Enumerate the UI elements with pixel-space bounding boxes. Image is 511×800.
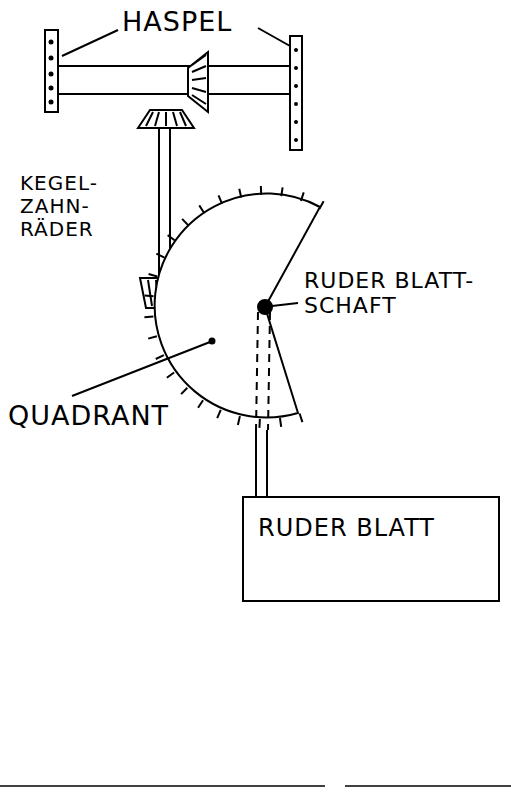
handwheel-knobs [49, 40, 299, 143]
gear-tooth [239, 189, 241, 198]
rudder-stock-center [258, 300, 272, 314]
gear-tooth [281, 187, 282, 196]
page-rule [0, 785, 325, 787]
handwheel-label: HASPEL [122, 6, 232, 37]
leader-line [258, 28, 290, 46]
gear-tooth [181, 388, 187, 394]
rudder-blade-box: RUDER BLATT [242, 496, 500, 602]
rudder-stock [255, 430, 257, 497]
gear-tooth [182, 219, 188, 226]
gear-tooth [219, 195, 222, 203]
gear-tooth [156, 355, 164, 359]
gear-tooth [144, 315, 153, 318]
shaft [58, 65, 290, 67]
leader-line [72, 342, 210, 396]
bevel-gear [188, 52, 208, 112]
shaft [58, 93, 290, 95]
rudder-stock-label: RUDER BLATT- SCHAFT [304, 268, 494, 319]
gear-tooth [300, 414, 303, 423]
gear-tooth [168, 235, 175, 240]
gear-tooth [149, 274, 158, 276]
gear-teeth [192, 55, 206, 104]
gear-tooth [319, 201, 323, 209]
hidden-line [268, 312, 270, 430]
gear-tooth [156, 254, 164, 258]
bevel-gear [138, 110, 194, 128]
quadrant-label: QUADRANT [8, 400, 169, 431]
gear-tooth [217, 410, 221, 418]
gear-tooth [280, 418, 281, 427]
rudder-stock [266, 430, 268, 497]
handwheel-right [290, 36, 302, 150]
quadrant [155, 193, 320, 417]
handwheel-left [45, 30, 58, 112]
bevel-gear-label: KEGEL- ZAHN- RÄDER [20, 172, 98, 241]
leader-line [272, 303, 298, 306]
quadrant-teeth [144, 186, 323, 428]
page-rule [345, 785, 511, 787]
gear-tooth [148, 336, 157, 338]
gear-tooth [258, 419, 260, 428]
leader-dot [210, 339, 215, 344]
gear-tooth [260, 186, 262, 195]
leader-line [62, 30, 118, 56]
gear-tooth [301, 192, 304, 201]
gear-tooth [199, 205, 204, 213]
gear-tooth [238, 416, 240, 425]
box-text: RUDER BLATT [244, 498, 498, 558]
gear-tooth [198, 400, 203, 407]
hidden-line [256, 312, 258, 430]
gear-tooth [167, 372, 174, 377]
gear-teeth [146, 112, 186, 126]
gear-tooth [145, 294, 154, 297]
